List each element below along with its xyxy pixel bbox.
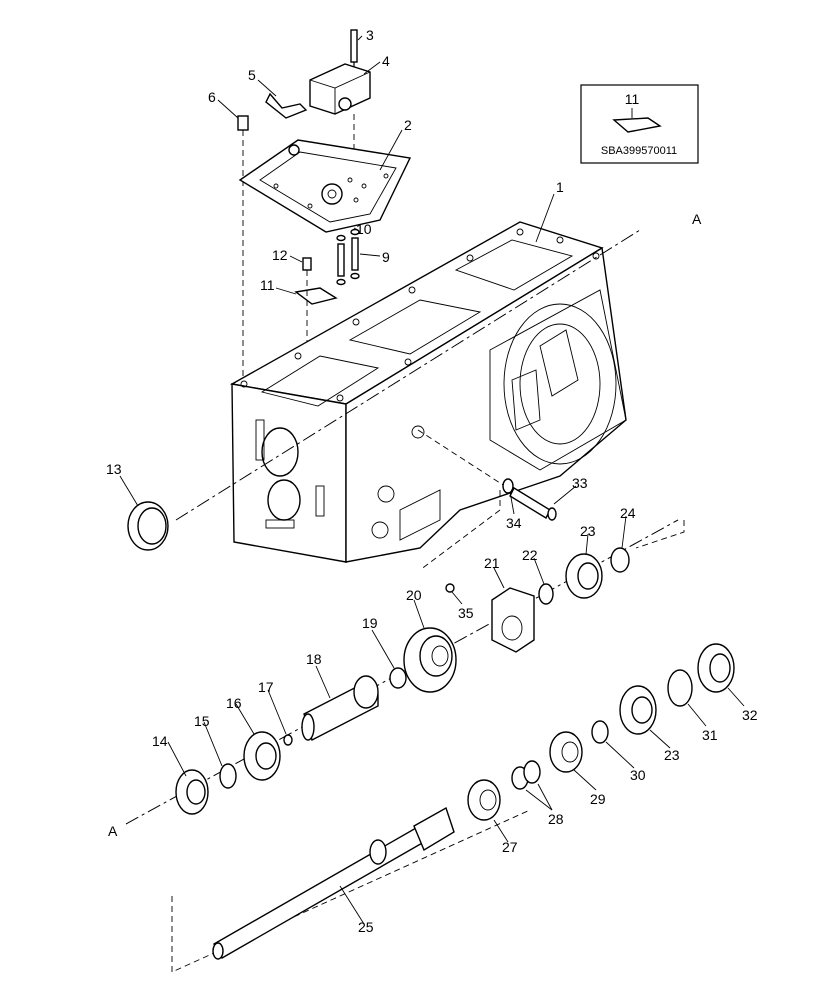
callout-33: 33 (572, 475, 588, 491)
gear-27 (467, 779, 501, 821)
lower-shaft-assembly (212, 643, 735, 960)
callout-24: 24 (620, 505, 636, 521)
washer-19 (389, 667, 407, 689)
o-ring-10a (336, 234, 346, 242)
callout-20: 20 (406, 587, 422, 603)
transmission-housing (229, 221, 627, 563)
elbow-fitting-5 (265, 92, 308, 119)
callout-23-upper: 23 (580, 523, 596, 539)
valve-block-4 (309, 63, 371, 115)
callout-23-lower: 23 (664, 747, 680, 763)
bushing-28b (523, 760, 541, 784)
leader-lines (119, 35, 745, 925)
callout-35: 35 (458, 605, 474, 621)
callout-1: 1 (556, 179, 564, 195)
washer-34 (502, 478, 514, 494)
dowel-pin-9b (351, 237, 359, 271)
callout-6: 6 (208, 89, 216, 105)
o-ring-10b (350, 228, 360, 236)
callout-17: 17 (258, 679, 274, 695)
section-mark-upper: A (692, 211, 702, 227)
callout-14: 14 (152, 733, 168, 749)
section-line-upper (175, 229, 641, 521)
snap-ring-15 (219, 763, 237, 789)
callout-16: 16 (226, 695, 242, 711)
callout-12: 12 (272, 247, 288, 263)
plate-11 (294, 287, 338, 305)
plate-icon (612, 117, 662, 133)
bolt-33 (509, 487, 551, 519)
callout-2: 2 (404, 117, 412, 133)
clip-17 (283, 734, 293, 746)
valve-block-assembly (237, 29, 371, 420)
shaft-25 (213, 819, 439, 959)
callout-3: 3 (366, 27, 374, 43)
callout-28: 28 (548, 811, 564, 827)
bolt-12 (302, 257, 312, 271)
callout-9: 9 (382, 249, 390, 265)
callout-labels: 1 2 3 4 5 6 9 10 11 12 13 14 15 16 17 18… (106, 27, 758, 935)
washer-30 (591, 720, 609, 744)
callout-10: 10 (356, 221, 372, 237)
reference-box-frame (580, 84, 699, 164)
callout-19: 19 (362, 615, 378, 631)
cover-plate (238, 139, 412, 233)
callout-13: 13 (106, 461, 122, 477)
reference-inset: 11 SBA399570011 (580, 84, 699, 164)
bolt-3 (350, 29, 358, 63)
snap-ring-31 (667, 669, 693, 707)
snap-ring-24 (610, 547, 630, 573)
dowel-pin-9a (337, 243, 345, 277)
callout-22: 22 (522, 547, 538, 563)
nut-35 (445, 583, 455, 593)
callout-32: 32 (742, 707, 758, 723)
callout-18: 18 (306, 651, 322, 667)
bolt-6 (237, 115, 249, 131)
callout-30: 30 (630, 767, 646, 783)
callout-11: 11 (260, 277, 275, 293)
bracket-21 (491, 587, 535, 653)
seal-13 (127, 501, 169, 551)
callout-25: 25 (358, 919, 374, 935)
callout-5: 5 (248, 67, 256, 83)
reference-part-number: 11 (625, 91, 640, 107)
callout-31: 31 (702, 727, 718, 743)
flange-bore (503, 303, 617, 465)
upper-shaft-assembly (175, 547, 630, 815)
pins-and-plate (294, 228, 360, 380)
callout-4: 4 (382, 53, 390, 69)
snap-ring-22 (538, 583, 554, 605)
callout-34: 34 (506, 515, 522, 531)
callout-21: 21 (484, 555, 500, 571)
valve-port-icon (338, 97, 352, 111)
callout-29: 29 (590, 791, 606, 807)
reference-code: SBA399570011 (601, 145, 677, 157)
callout-27: 27 (502, 839, 518, 855)
bolt-33-washer-34 (417, 429, 557, 521)
section-mark-lower: A (108, 823, 118, 839)
gear-29 (549, 731, 583, 773)
callout-15: 15 (194, 713, 210, 729)
